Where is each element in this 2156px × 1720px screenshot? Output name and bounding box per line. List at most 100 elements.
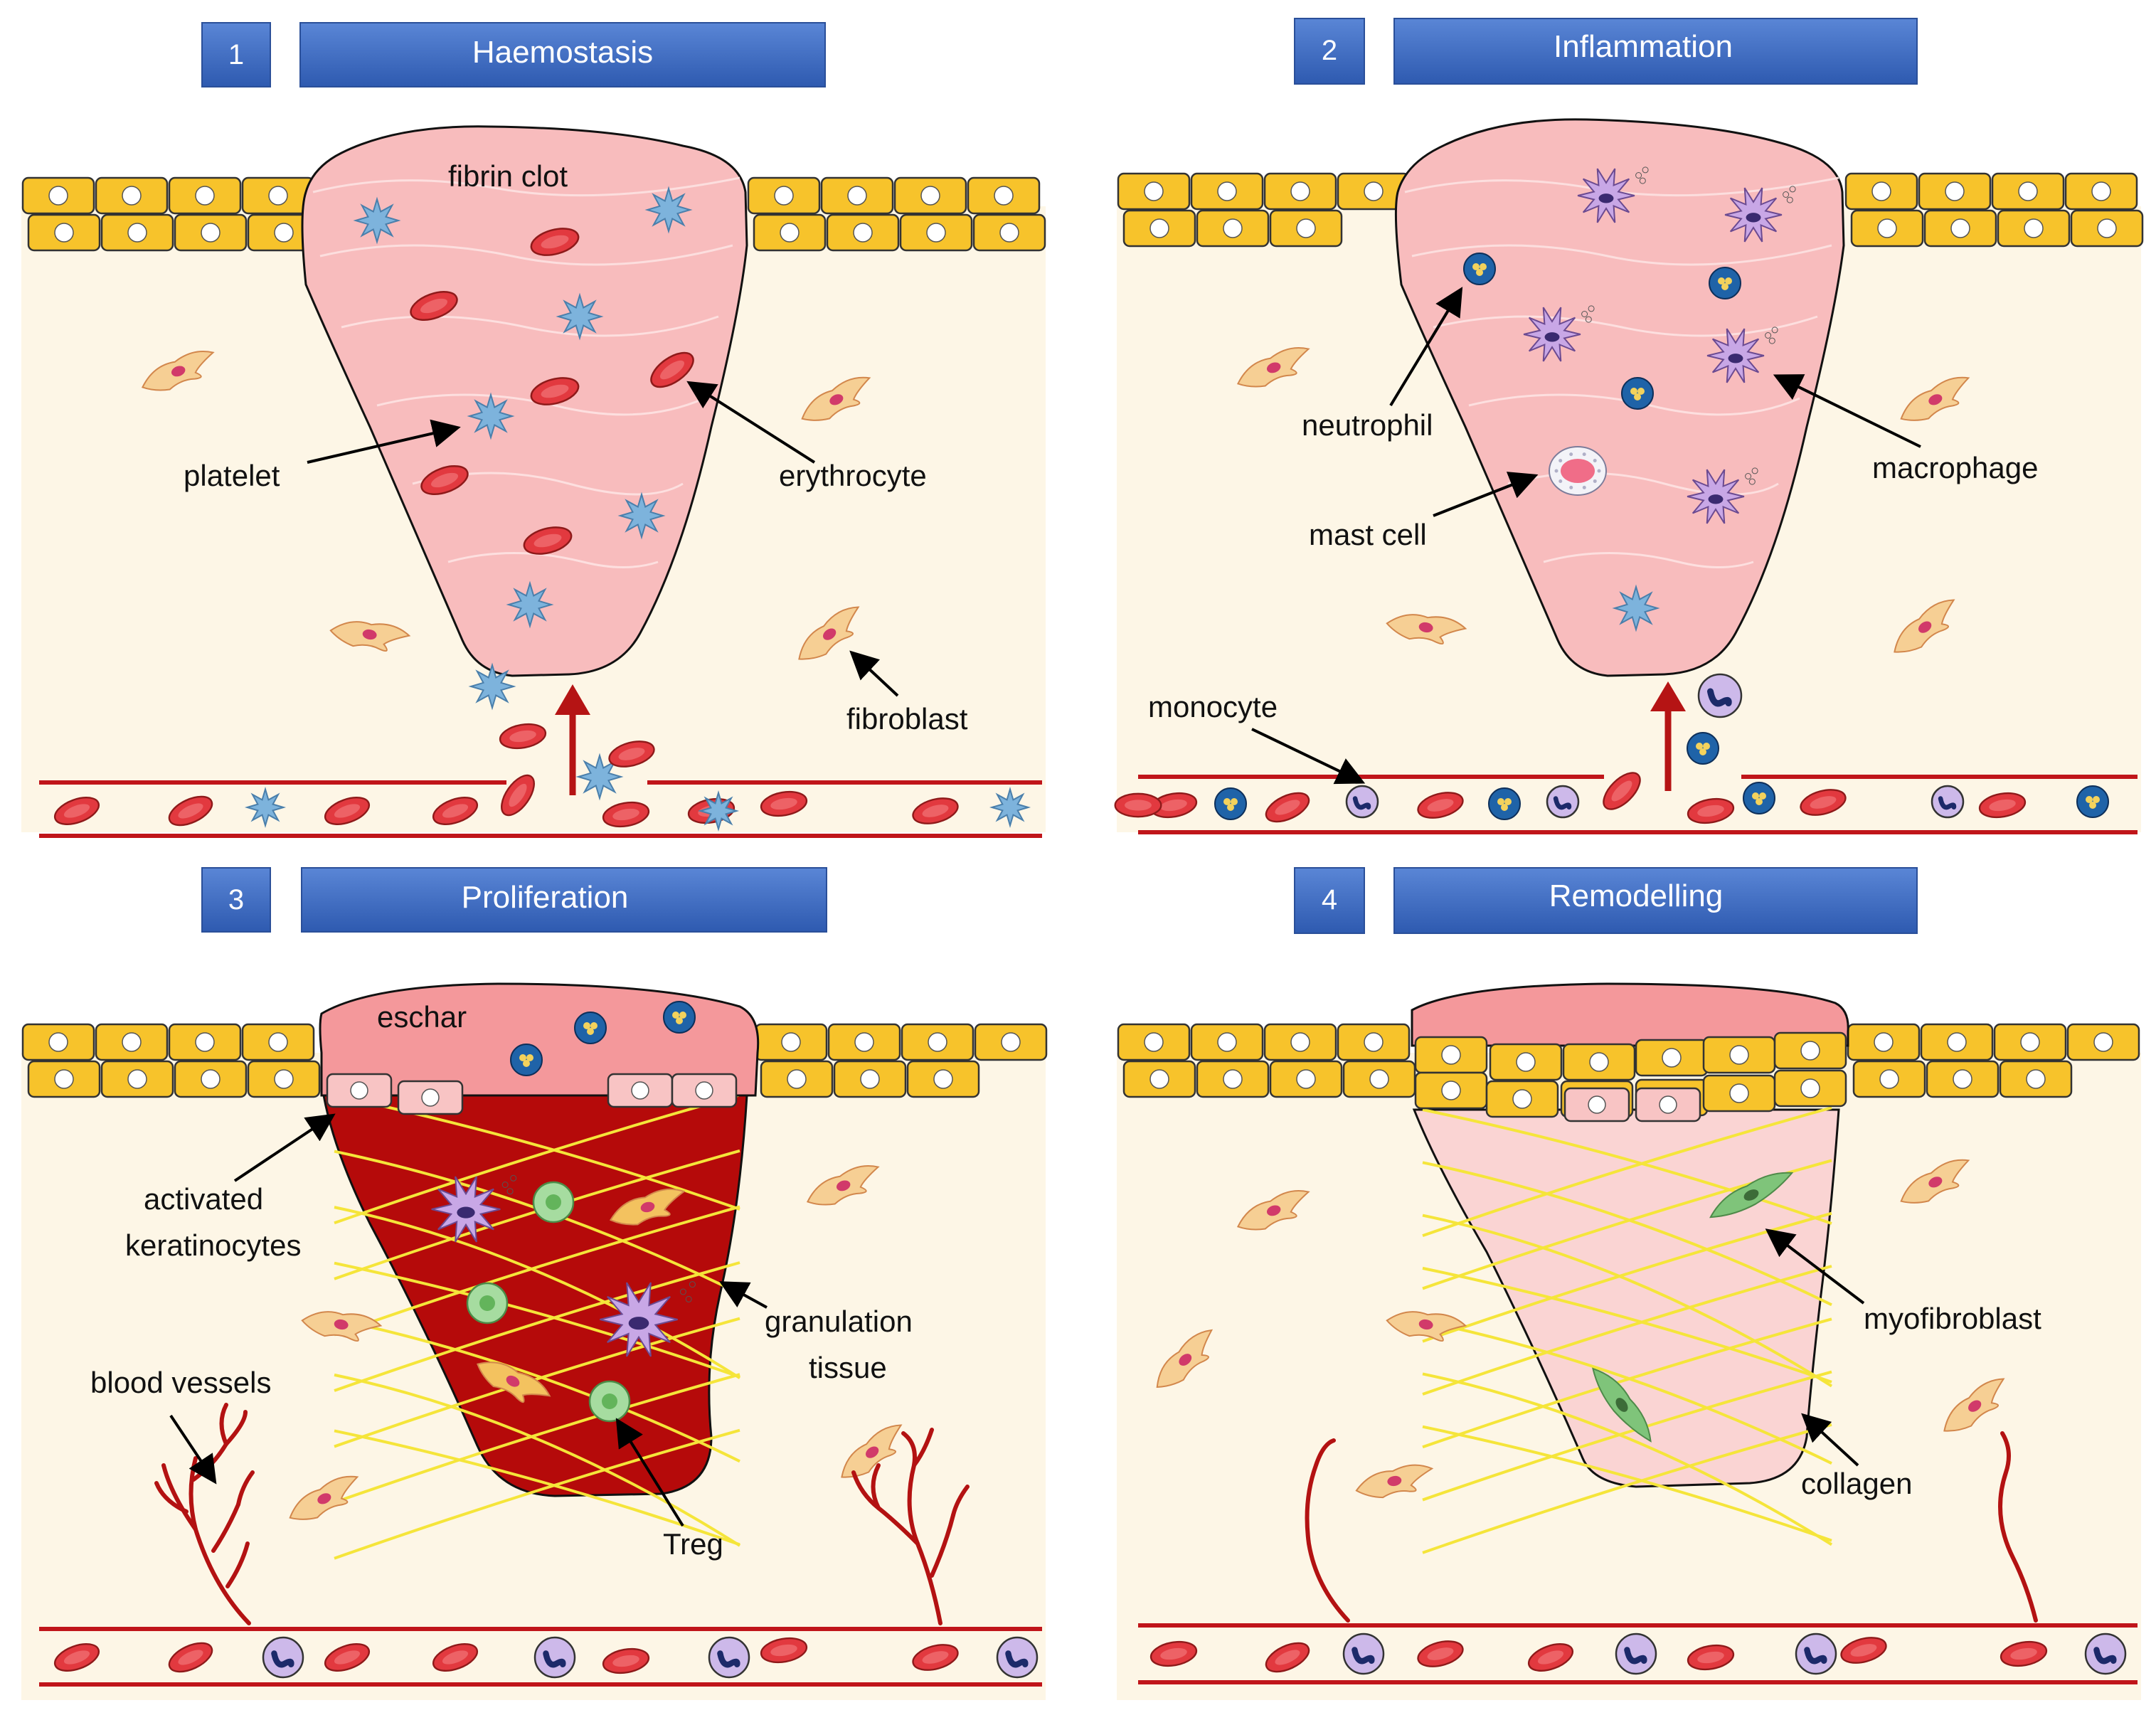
keratinocyte bbox=[906, 1060, 980, 1098]
keratinocyte bbox=[671, 1073, 738, 1108]
neutrophil bbox=[1488, 787, 1521, 820]
monocyte bbox=[1795, 1633, 1837, 1675]
erythrocyte bbox=[1603, 772, 1641, 810]
collagen-fiber bbox=[334, 1261, 740, 1392]
pointer-collagen bbox=[1801, 1413, 1859, 1467]
erythrocyte bbox=[432, 797, 479, 825]
erythrocyte bbox=[1527, 1643, 1574, 1672]
epidermis-cells bbox=[21, 1023, 1048, 1098]
erythrocyte bbox=[324, 1643, 371, 1672]
step-title-box bbox=[1393, 18, 1918, 85]
label-fibroblast: fibroblast bbox=[846, 702, 968, 736]
platelet bbox=[644, 186, 693, 234]
keratinocyte bbox=[1562, 1043, 1636, 1081]
collagen-fiber bbox=[1422, 1266, 1832, 1384]
erythrocyte bbox=[608, 740, 655, 768]
keratinocyte bbox=[893, 176, 967, 215]
fibroblast bbox=[1386, 1311, 1467, 1342]
keratinocyte bbox=[1920, 1023, 1994, 1061]
keratinocyte bbox=[2070, 209, 2144, 248]
platelet bbox=[575, 753, 624, 801]
keratinocyte bbox=[168, 1023, 242, 1061]
keratinocyte bbox=[241, 1023, 315, 1061]
collagen-fiber bbox=[334, 1428, 740, 1560]
collagen-fiber bbox=[1422, 1214, 1833, 1388]
step-title: Inflammation bbox=[1554, 29, 1733, 64]
label-tissue: tissue bbox=[809, 1351, 887, 1384]
granulation-tissue bbox=[322, 1094, 748, 1497]
pointer-macrophage bbox=[1773, 374, 1921, 448]
collagen-fiber bbox=[1422, 1370, 1832, 1502]
fibroblast bbox=[1355, 1464, 1434, 1499]
collagen-fibers bbox=[1422, 1106, 1833, 1554]
label-keratinocytes: keratinocytes bbox=[125, 1228, 301, 1262]
erythrocyte bbox=[1149, 792, 1198, 819]
keratinocyte bbox=[833, 1060, 907, 1098]
fibroblast bbox=[477, 1361, 551, 1403]
keratinocyte bbox=[1997, 209, 2071, 248]
erythrocyte bbox=[168, 1642, 213, 1673]
keratinocyte bbox=[1117, 1023, 1191, 1061]
keratinocyte bbox=[1844, 172, 1918, 211]
pointer-monocyte bbox=[1251, 728, 1366, 785]
keratinocyte bbox=[241, 176, 315, 215]
collagen-fiber bbox=[1422, 1372, 1833, 1546]
macrophage bbox=[1523, 305, 1595, 362]
collagen-fiber bbox=[1422, 1108, 1832, 1225]
erythrocyte bbox=[168, 795, 213, 827]
fibroblast bbox=[1236, 346, 1310, 388]
erythrocyte bbox=[1687, 797, 1735, 824]
keratinocyte bbox=[1991, 172, 2065, 211]
keratinocyte bbox=[174, 1060, 248, 1098]
keratinocyte bbox=[1918, 172, 1992, 211]
label-activated: activated bbox=[144, 1182, 263, 1216]
keratinocyte bbox=[27, 1060, 101, 1098]
erythrocyte bbox=[1417, 1640, 1464, 1667]
keratinocyte bbox=[1269, 209, 1343, 248]
capillary-left bbox=[1305, 1438, 1350, 1623]
macrophage bbox=[600, 1281, 696, 1357]
label-blood-vessels: blood vessels bbox=[90, 1366, 271, 1399]
monocyte bbox=[533, 1636, 576, 1679]
erythrocyte bbox=[53, 797, 100, 825]
keratinocyte bbox=[1263, 1023, 1337, 1061]
monocyte bbox=[1546, 785, 1580, 819]
keratinocyte bbox=[1563, 1087, 1630, 1122]
step-number-box bbox=[201, 22, 271, 87]
step-title-box bbox=[301, 867, 827, 933]
macrophage bbox=[431, 1174, 517, 1243]
keratinocyte bbox=[827, 1023, 901, 1061]
keratinocyte bbox=[754, 1023, 828, 1061]
keratinocyte bbox=[100, 1060, 174, 1098]
monocyte bbox=[1342, 1633, 1385, 1675]
treg bbox=[466, 1282, 509, 1324]
keratinocyte bbox=[1263, 172, 1337, 211]
keratinocyte bbox=[1269, 1060, 1343, 1098]
fibrin-strands bbox=[312, 176, 740, 568]
platelet bbox=[506, 580, 554, 629]
extravasation-arrow bbox=[1650, 681, 1686, 791]
collagen-fiber bbox=[1422, 1161, 1832, 1307]
collagen-fiber bbox=[1422, 1317, 1832, 1449]
step-title: Haemostasis bbox=[472, 35, 653, 70]
erythrocyte bbox=[1417, 792, 1464, 819]
epidermis-cells bbox=[21, 176, 1046, 252]
pointer-mast-cell bbox=[1433, 472, 1539, 517]
capillary-right bbox=[851, 1428, 970, 1625]
platelet bbox=[353, 196, 401, 245]
blood-vessel bbox=[39, 780, 1042, 838]
keratinocyte bbox=[326, 1073, 393, 1108]
label-treg: Treg bbox=[663, 1527, 723, 1561]
keratinocyte bbox=[27, 213, 101, 252]
fibroblast bbox=[806, 1164, 880, 1206]
neutrophil bbox=[510, 1044, 543, 1076]
keratinocyte bbox=[826, 213, 900, 252]
keratinocyte bbox=[1999, 1060, 2073, 1098]
label-collagen: collagen bbox=[1801, 1467, 1912, 1500]
epidermis-cells bbox=[1117, 172, 2144, 248]
fibroblast bbox=[798, 606, 860, 660]
erythrocyte bbox=[324, 797, 371, 825]
keratinocyte bbox=[174, 213, 248, 252]
erythrocyte bbox=[760, 790, 808, 817]
